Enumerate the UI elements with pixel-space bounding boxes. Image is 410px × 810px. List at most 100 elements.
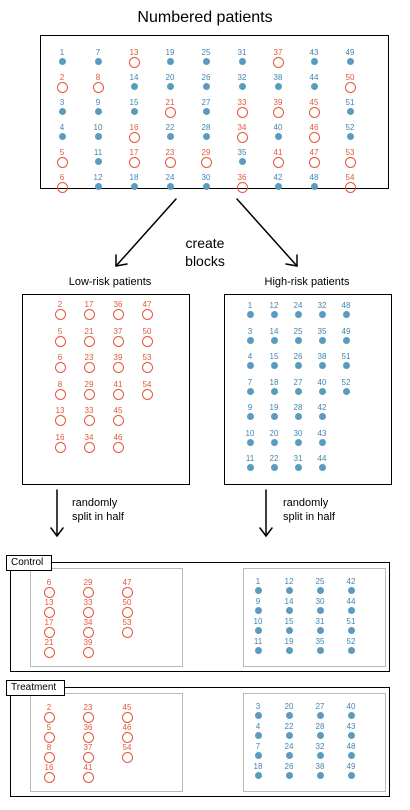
patient-number: 16 <box>129 123 139 132</box>
patient-number: 12 <box>269 301 279 310</box>
patient-number: 34 <box>83 618 93 627</box>
patient-44: 44 <box>311 454 333 478</box>
low-risk-marker <box>128 157 140 168</box>
patient-6: 6 <box>51 173 73 197</box>
low-risk-marker <box>236 132 248 143</box>
patient-number: 5 <box>57 326 63 336</box>
patient-number: 48 <box>346 742 356 751</box>
low-risk-marker <box>200 157 212 168</box>
patient-number: 31 <box>293 454 303 463</box>
arrow-high-split <box>259 489 273 537</box>
patient-number: 30 <box>293 428 303 438</box>
high-risk-marker <box>58 58 66 65</box>
high-risk-marker <box>274 83 282 90</box>
high-risk-marker <box>94 133 102 140</box>
patient-number: 9 <box>255 597 261 606</box>
patient-26: 26 <box>287 352 309 376</box>
high-risk-marker <box>246 336 254 344</box>
patient-number: 32 <box>317 301 327 310</box>
patient-number: 17 <box>129 148 139 157</box>
patient-6: 6 <box>38 578 60 602</box>
patient-5: 5 <box>51 148 73 172</box>
patient-34: 34 <box>231 123 253 147</box>
patient-27: 27 <box>195 98 217 122</box>
high-risk-marker <box>254 712 262 719</box>
blocks-label: blocks <box>185 253 225 269</box>
high-risk-marker <box>294 387 302 395</box>
high-risk-marker <box>130 83 138 90</box>
patient-number: 27 <box>315 702 325 711</box>
patient-number: 22 <box>269 454 279 463</box>
high-risk-marker <box>274 133 282 140</box>
patient-8: 8 <box>49 380 71 404</box>
high-risk-marker <box>246 464 254 471</box>
patient-number: 6 <box>46 578 52 587</box>
patient-21: 21 <box>78 327 100 351</box>
patient-35: 35 <box>311 327 333 351</box>
high-risk-marker <box>318 413 326 420</box>
patient-number: 14 <box>269 326 279 336</box>
low-risk-marker <box>272 107 284 118</box>
patient-number: 16 <box>44 763 54 772</box>
patient-25: 25 <box>287 327 309 351</box>
patient-3: 3 <box>239 327 261 351</box>
patient-35: 35 <box>231 148 253 172</box>
low-risk-marker <box>344 182 356 193</box>
patient-3: 3 <box>51 98 73 122</box>
patient-number: 21 <box>84 326 94 336</box>
patient-number: 31 <box>237 48 247 57</box>
low-risk-marker <box>236 182 248 193</box>
patient-number: 21 <box>165 98 175 107</box>
patient-54: 54 <box>339 173 361 197</box>
high-split-label: split in half <box>283 511 335 523</box>
patient-number: 2 <box>59 73 65 82</box>
low-risk-marker <box>272 157 284 168</box>
patient-50: 50 <box>339 73 361 97</box>
patient-number: 3 <box>247 326 253 336</box>
high-risk-marker <box>342 311 350 318</box>
patient-number: 26 <box>293 352 303 361</box>
patient-41: 41 <box>267 148 289 172</box>
treatment-tag: Treatment <box>6 680 66 696</box>
patient-number: 25 <box>201 48 211 57</box>
patient-number: 30 <box>201 173 211 182</box>
patient-number: 25 <box>293 326 303 336</box>
low-risk-marker <box>43 607 55 618</box>
high-risk-marker <box>342 387 350 395</box>
patient-47: 47 <box>136 300 158 324</box>
high-risk-marker <box>318 438 326 446</box>
low-split-label: split in half <box>72 511 124 523</box>
high-risk-marker <box>166 83 174 90</box>
high-risk-marker <box>246 311 254 318</box>
patient-number: 2 <box>46 703 52 712</box>
high-risk-marker <box>270 362 278 369</box>
patient-number: 47 <box>122 578 132 587</box>
patient-number: 30 <box>315 597 325 606</box>
patient-50: 50 <box>116 598 138 622</box>
patient-number: 11 <box>245 454 255 463</box>
patient-number: 42 <box>273 173 283 182</box>
patient-number: 49 <box>345 48 355 57</box>
patient-8: 8 <box>87 73 109 97</box>
patient-number: 41 <box>113 379 123 389</box>
high-risk-marker <box>346 58 354 65</box>
patient-51: 51 <box>340 617 362 641</box>
high-risk-marker <box>130 183 138 190</box>
patient-number: 37 <box>83 743 93 752</box>
patient-number: 13 <box>55 406 65 415</box>
patient-24: 24 <box>278 742 300 766</box>
low-risk-marker <box>121 627 133 638</box>
patient-6: 6 <box>49 353 71 377</box>
patient-9: 9 <box>247 597 269 621</box>
high-risk-marker <box>254 607 262 614</box>
low-risk-marker <box>83 362 95 373</box>
high-risk-marker <box>58 133 66 140</box>
patient-number: 46 <box>309 123 319 132</box>
patient-number: 36 <box>237 173 247 182</box>
high-risk-marker <box>285 647 293 654</box>
patient-number: 38 <box>317 352 327 361</box>
low-risk-marker <box>164 107 176 118</box>
patient-number: 27 <box>293 377 303 387</box>
patient-number: 47 <box>142 300 152 309</box>
